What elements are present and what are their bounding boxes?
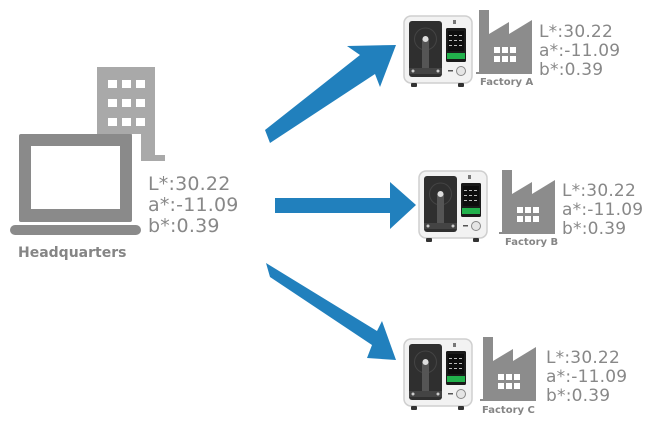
factory-c-a-value: a*:-11.09 [546, 367, 628, 387]
factory-a-label: Factory A [480, 77, 534, 88]
factory-icon [480, 337, 536, 401]
factory-a-a-value: a*:-11.09 [539, 41, 621, 61]
arrow-to-factory-a [265, 45, 396, 143]
spectrophotometer-icon [403, 338, 473, 410]
hq-l-value: L*:30.22 [148, 173, 231, 195]
factory-b-l-value: L*:30.22 [562, 181, 636, 201]
factory-b-a-value: a*:-11.09 [562, 200, 644, 220]
hq-a-value: a*:-11.09 [148, 194, 239, 216]
hq-b-value: b*:0.39 [148, 215, 220, 237]
factory-c-b-value: b*:0.39 [546, 386, 611, 406]
factory-b-label: Factory B [505, 237, 559, 248]
laptop-icon [10, 134, 141, 235]
factory-icon [499, 170, 555, 234]
factory-a-b-value: b*:0.39 [539, 60, 604, 80]
factory-c-label: Factory C [482, 405, 535, 416]
factory-a-values: L*:30.22 a*:-11.09 b*:0.39 [539, 23, 620, 80]
spectrophotometer-icon [418, 170, 488, 242]
factory-b-b-value: b*:0.39 [562, 219, 627, 239]
factory-a-l-value: L*:30.22 [539, 22, 613, 42]
factory-c-l-value: L*:30.22 [546, 348, 620, 368]
factory-icon [476, 10, 532, 74]
arrow-to-factory-b [275, 182, 416, 229]
hq-values: L*:30.22 a*:-11.09 b*:0.39 [148, 174, 239, 237]
factory-b-values: L*:30.22 a*:-11.09 b*:0.39 [562, 182, 643, 239]
hq-label: Headquarters [18, 245, 127, 261]
arrow-to-factory-c [266, 263, 396, 360]
spectrophotometer-icon [403, 15, 473, 87]
headquarters-group: L*:30.22 a*:-11.09 b*:0.39 Headquarters [0, 0, 300, 270]
factory-c-values: L*:30.22 a*:-11.09 b*:0.39 [546, 349, 627, 406]
